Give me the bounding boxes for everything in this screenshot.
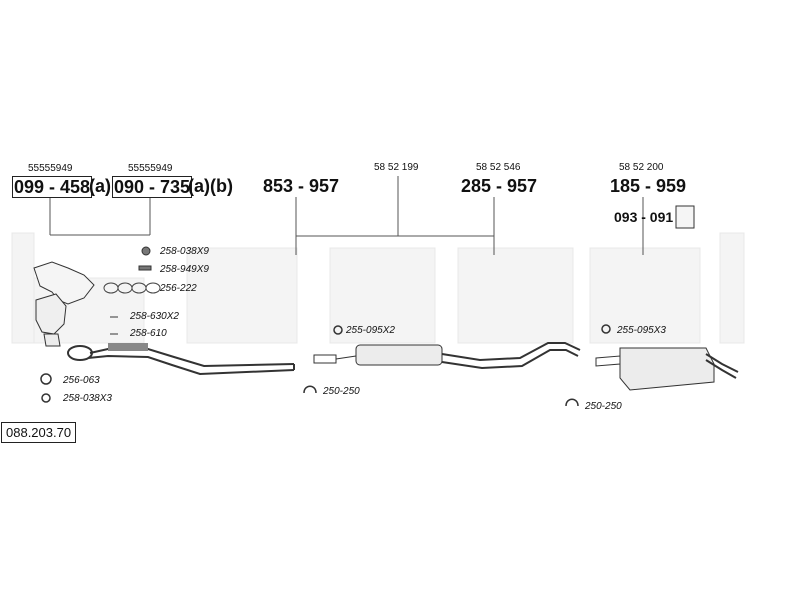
clamp-icons	[40, 324, 611, 407]
brand-watermark-graphic	[11, 232, 745, 344]
small-part-s4: 258-630X2	[130, 311, 179, 322]
part-number-p1-suffix: (a)	[89, 176, 111, 196]
leader-lines	[49, 176, 644, 255]
part-number-p2: 090 - 735	[112, 176, 193, 198]
manifold-assembly	[33, 261, 95, 347]
fastener-group	[110, 246, 152, 335]
reference-center: 58 52 199	[374, 162, 419, 173]
small-part-s8: 255-095X2	[346, 325, 395, 336]
front-pipe	[67, 343, 295, 376]
small-part-s10: 255-095X3	[617, 325, 666, 336]
small-part-s3: 256-222	[160, 283, 197, 294]
small-part-s7: 258-038X3	[63, 393, 112, 404]
small-part-s11: 250-250	[585, 401, 622, 412]
reference-manifold-left: 55555949	[28, 163, 73, 174]
small-part-s9: 250-250	[323, 386, 360, 397]
reference-rear: 58 52 200	[619, 162, 664, 173]
gasket-row	[103, 282, 161, 294]
part-number-p2-suffix: (a)(b)	[188, 176, 233, 196]
drawing-code: 088.203.70	[1, 422, 77, 443]
small-part-s1: 258-038X9	[160, 246, 209, 257]
part-number-p6: 093 - 091	[614, 209, 674, 225]
reference-manifold-right: 55555949	[128, 163, 173, 174]
rear-muffler	[595, 205, 739, 391]
part-number-p4: 285 - 957	[461, 176, 538, 196]
reference-middle: 58 52 546	[476, 162, 521, 173]
part-number-p5: 185 - 959	[610, 176, 687, 196]
small-part-s5: 258-610	[130, 328, 167, 339]
small-part-s2: 258-949X9	[160, 264, 209, 275]
part-number-p1: 099 - 458	[12, 176, 93, 198]
part-number-p3: 853 - 957	[263, 176, 340, 196]
center-section	[313, 342, 581, 370]
small-part-s6: 256-063	[63, 375, 100, 386]
